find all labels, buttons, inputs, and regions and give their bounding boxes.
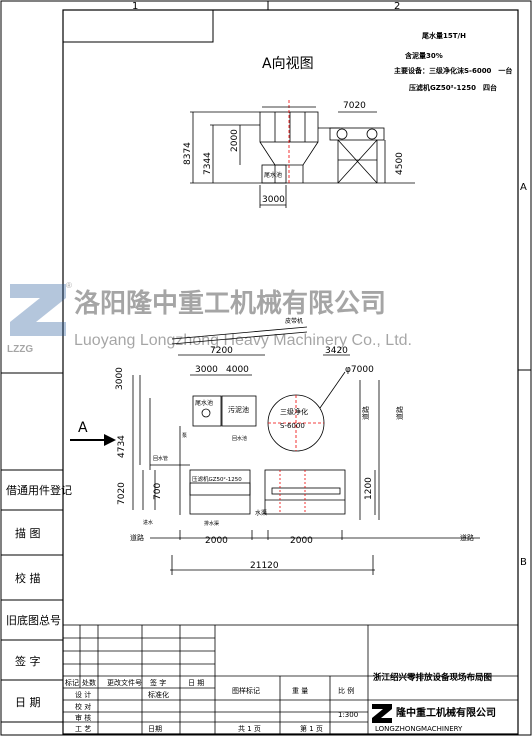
side-label-1: 描 图 [15, 526, 41, 540]
dim-8374: 8374 [183, 142, 193, 165]
drawing-title: 浙江绍兴零排放设备现场布局图 [373, 672, 492, 683]
svg-text:标准化: 标准化 [148, 690, 169, 699]
svg-text:洛阳隆中重工机械有限公司: 洛阳隆中重工机械有限公司 [74, 288, 386, 318]
dim-4734: 4734 [117, 435, 127, 458]
dim-2000-b: 2000 [290, 536, 313, 546]
dim-1200: 1200 [364, 477, 374, 500]
plan-purifier-1: 三级净化 [280, 407, 308, 416]
grid-col-2: 2 [394, 1, 400, 12]
svg-text:重 量: 重 量 [292, 687, 308, 695]
company-name-en: LONGZHONGMACHINERY [375, 725, 463, 733]
corner-box [62, 9, 214, 43]
svg-text:更改文件号: 更改文件号 [107, 678, 142, 687]
side-stamp-table [1, 372, 63, 723]
grid-col-1: 1 [132, 1, 138, 12]
plan-mud-tank: 污泥池 [228, 405, 249, 414]
svg-text:含泥量30%: 含泥量30% [405, 51, 443, 60]
side-label-0: 借通用件登记 [6, 483, 72, 497]
plan-road-1: 道路 [130, 533, 144, 542]
svg-text:®: ® [66, 281, 72, 290]
svg-text:主要设备：三级净化沫S-6000 一台: 主要设备：三级净化沫S-6000 一台 [394, 66, 512, 75]
plan-return: 回水池 [232, 435, 247, 442]
drawing-frame [62, 9, 519, 735]
svg-text:共 1 页: 共 1 页 [238, 724, 261, 733]
svg-text:日期: 日期 [148, 725, 162, 733]
plan-channel: 排水渠 [204, 520, 219, 527]
svg-text:日 期: 日 期 [188, 679, 204, 687]
plan-water: 水渠 [255, 509, 267, 517]
svg-text:LZZG: LZZG [7, 344, 33, 355]
svg-text:设 计: 设 计 [75, 690, 91, 699]
side-label-2: 校 描 [15, 571, 41, 585]
elevation-tank-label: 尾水池 [264, 171, 282, 179]
grid-row-b: B [520, 557, 527, 568]
title-block [62, 624, 519, 735]
svg-text:签 字: 签 字 [150, 678, 166, 687]
title-block-text: 标记 处数 更改文件号 签 字 日 期 设 计 校 对 审 核 工 艺 标准化 … [65, 672, 496, 733]
svg-text:标记: 标记 [65, 678, 79, 687]
elevation-title: A向视图 [262, 56, 314, 72]
svg-text:图样标记: 图样标记 [232, 686, 260, 695]
company-logo-icon [372, 704, 392, 723]
grid-row-a: A [520, 182, 527, 193]
plan-pipe: 回水管 [153, 455, 168, 462]
dim-4000: 4000 [226, 365, 249, 375]
dim-3000-elev: 3000 [262, 195, 285, 205]
dim-7020-top: 7020 [343, 101, 366, 111]
dim-4500: 4500 [395, 152, 405, 175]
svg-text:第 1 页: 第 1 页 [300, 724, 323, 733]
side-label-5: 日 期 [15, 696, 41, 709]
svg-text:Luoyang Longzhong Heavy Machin: Luoyang Longzhong Heavy Machinery Co., L… [74, 332, 412, 349]
lzzg-logo-icon [10, 284, 66, 336]
plan-road-2: 道路 [460, 533, 474, 542]
company-watermark: LZZG ® 洛阳隆中重工机械有限公司 Luoyang Longzhong He… [7, 281, 412, 355]
svg-text:比 例: 比 例 [338, 686, 354, 695]
svg-text:A: A [78, 420, 88, 436]
dim-7020-plan: 7020 [117, 482, 127, 505]
dim-21120: 21120 [250, 561, 279, 571]
side-label-4: 签 字 [15, 654, 41, 668]
plan-purifier-2: S-6000 [280, 422, 305, 430]
company-name: 隆中重工机械有限公司 [396, 706, 496, 719]
elevation-view: A向视图 尾水池 [190, 56, 415, 208]
dim-7200: 7200 [210, 346, 233, 356]
design-notes: 尾水量15T/H 含泥量30% 主要设备：三级净化沫S-6000 一台 压滤机G… [394, 31, 512, 92]
svg-text:审 核: 审 核 [75, 713, 91, 722]
plan-view [132, 326, 480, 575]
plan-pump: 泵 [182, 433, 187, 439]
plan-tail-tank: 尾水池 [195, 399, 213, 407]
plan-conveyor-label: 皮带机 [285, 317, 303, 325]
svg-text:工 艺: 工 艺 [75, 725, 91, 733]
svg-text:尾水量15T/H: 尾水量15T/H [421, 31, 466, 40]
dim-2000-elev: 2000 [230, 129, 240, 152]
plan-road-4: 道路 [395, 406, 404, 420]
side-label-3: 旧底图总号 [6, 613, 61, 627]
svg-text:处数: 处数 [82, 678, 96, 687]
dim-2000-a: 2000 [205, 536, 228, 546]
dim-700: 700 [153, 483, 163, 500]
plan-inlet: 进水 [143, 519, 153, 526]
svg-text:1:300: 1:300 [338, 711, 358, 719]
dim-3000-left: 3000 [115, 367, 125, 390]
dim-7344: 7344 [203, 152, 213, 175]
plan-press-label: 压滤机GZ50²-1250 [192, 475, 242, 483]
dim-3420: 3420 [325, 346, 348, 356]
svg-text:压滤机GZ50²-1250 四台: 压滤机GZ50²-1250 四台 [409, 83, 497, 92]
plan-road-3: 道路 [361, 406, 370, 420]
dim-7000: φ7000 [345, 365, 374, 375]
view-arrow-a: A [70, 420, 116, 446]
svg-text:校 对: 校 对 [75, 702, 91, 711]
dim-3000-plan: 3000 [195, 365, 218, 375]
